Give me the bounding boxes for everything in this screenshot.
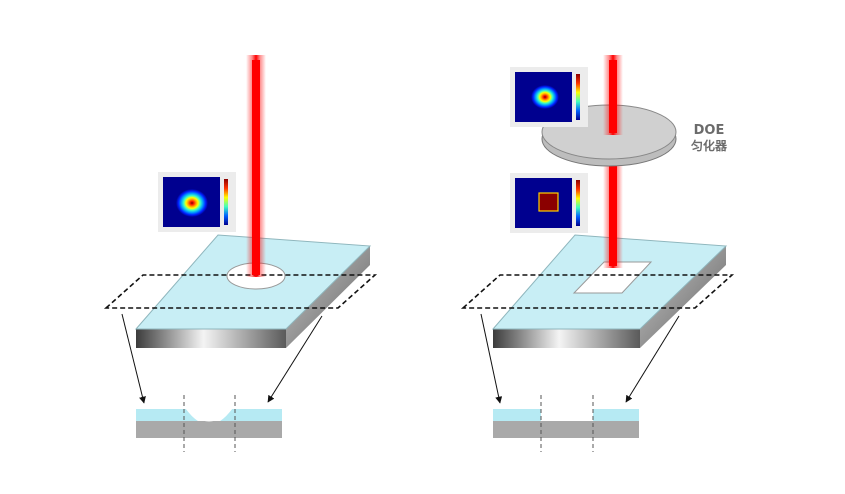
right-arrow-icon-2 [625, 315, 680, 403]
doe-label: DOE [694, 123, 725, 138]
left-cross-section-film [136, 409, 282, 425]
colorbar [576, 74, 580, 120]
left-laser-beam [246, 55, 266, 277]
gaussian-spot-icon [531, 85, 559, 109]
left-arrow-icon-1 [121, 313, 146, 404]
right-arrow-icon-1 [480, 313, 503, 404]
left-substrate-front-face [136, 329, 286, 348]
right-cross-section-film-left [493, 409, 541, 421]
left-panel [103, 55, 378, 452]
gaussian-spot-icon [176, 189, 208, 217]
doe-label-cn: 匀化器 [691, 138, 728, 153]
right-laser-beam-lower [603, 160, 623, 268]
right-ablation-spot-rectangle [572, 261, 653, 294]
right-panel: DOE 匀化器 [460, 55, 735, 452]
left-substrate-side-face [286, 246, 370, 348]
right-output-beam-profile-heatmap [510, 173, 588, 233]
right-substrate-side-face [640, 246, 726, 348]
left-beam-profile-heatmap [158, 172, 236, 232]
right-substrate-front-face [493, 329, 640, 348]
right-input-beam-profile-heatmap [510, 67, 588, 127]
right-cross-section-substrate [493, 421, 639, 438]
right-laser-beam-upper [603, 55, 623, 135]
left-substrate [134, 234, 372, 348]
left-cross-section-substrate [136, 421, 282, 438]
colorbar [224, 179, 228, 225]
left-section-plane-dashed [103, 274, 378, 309]
left-arrow-icon-2 [267, 315, 323, 403]
flat-top-spot-icon [538, 192, 559, 212]
right-substrate [491, 234, 728, 348]
left-cross-section [136, 395, 282, 452]
right-cross-section-film-right [593, 409, 639, 421]
colorbar [576, 180, 580, 226]
right-cross-section [493, 395, 639, 452]
right-section-plane-dashed [460, 274, 735, 309]
